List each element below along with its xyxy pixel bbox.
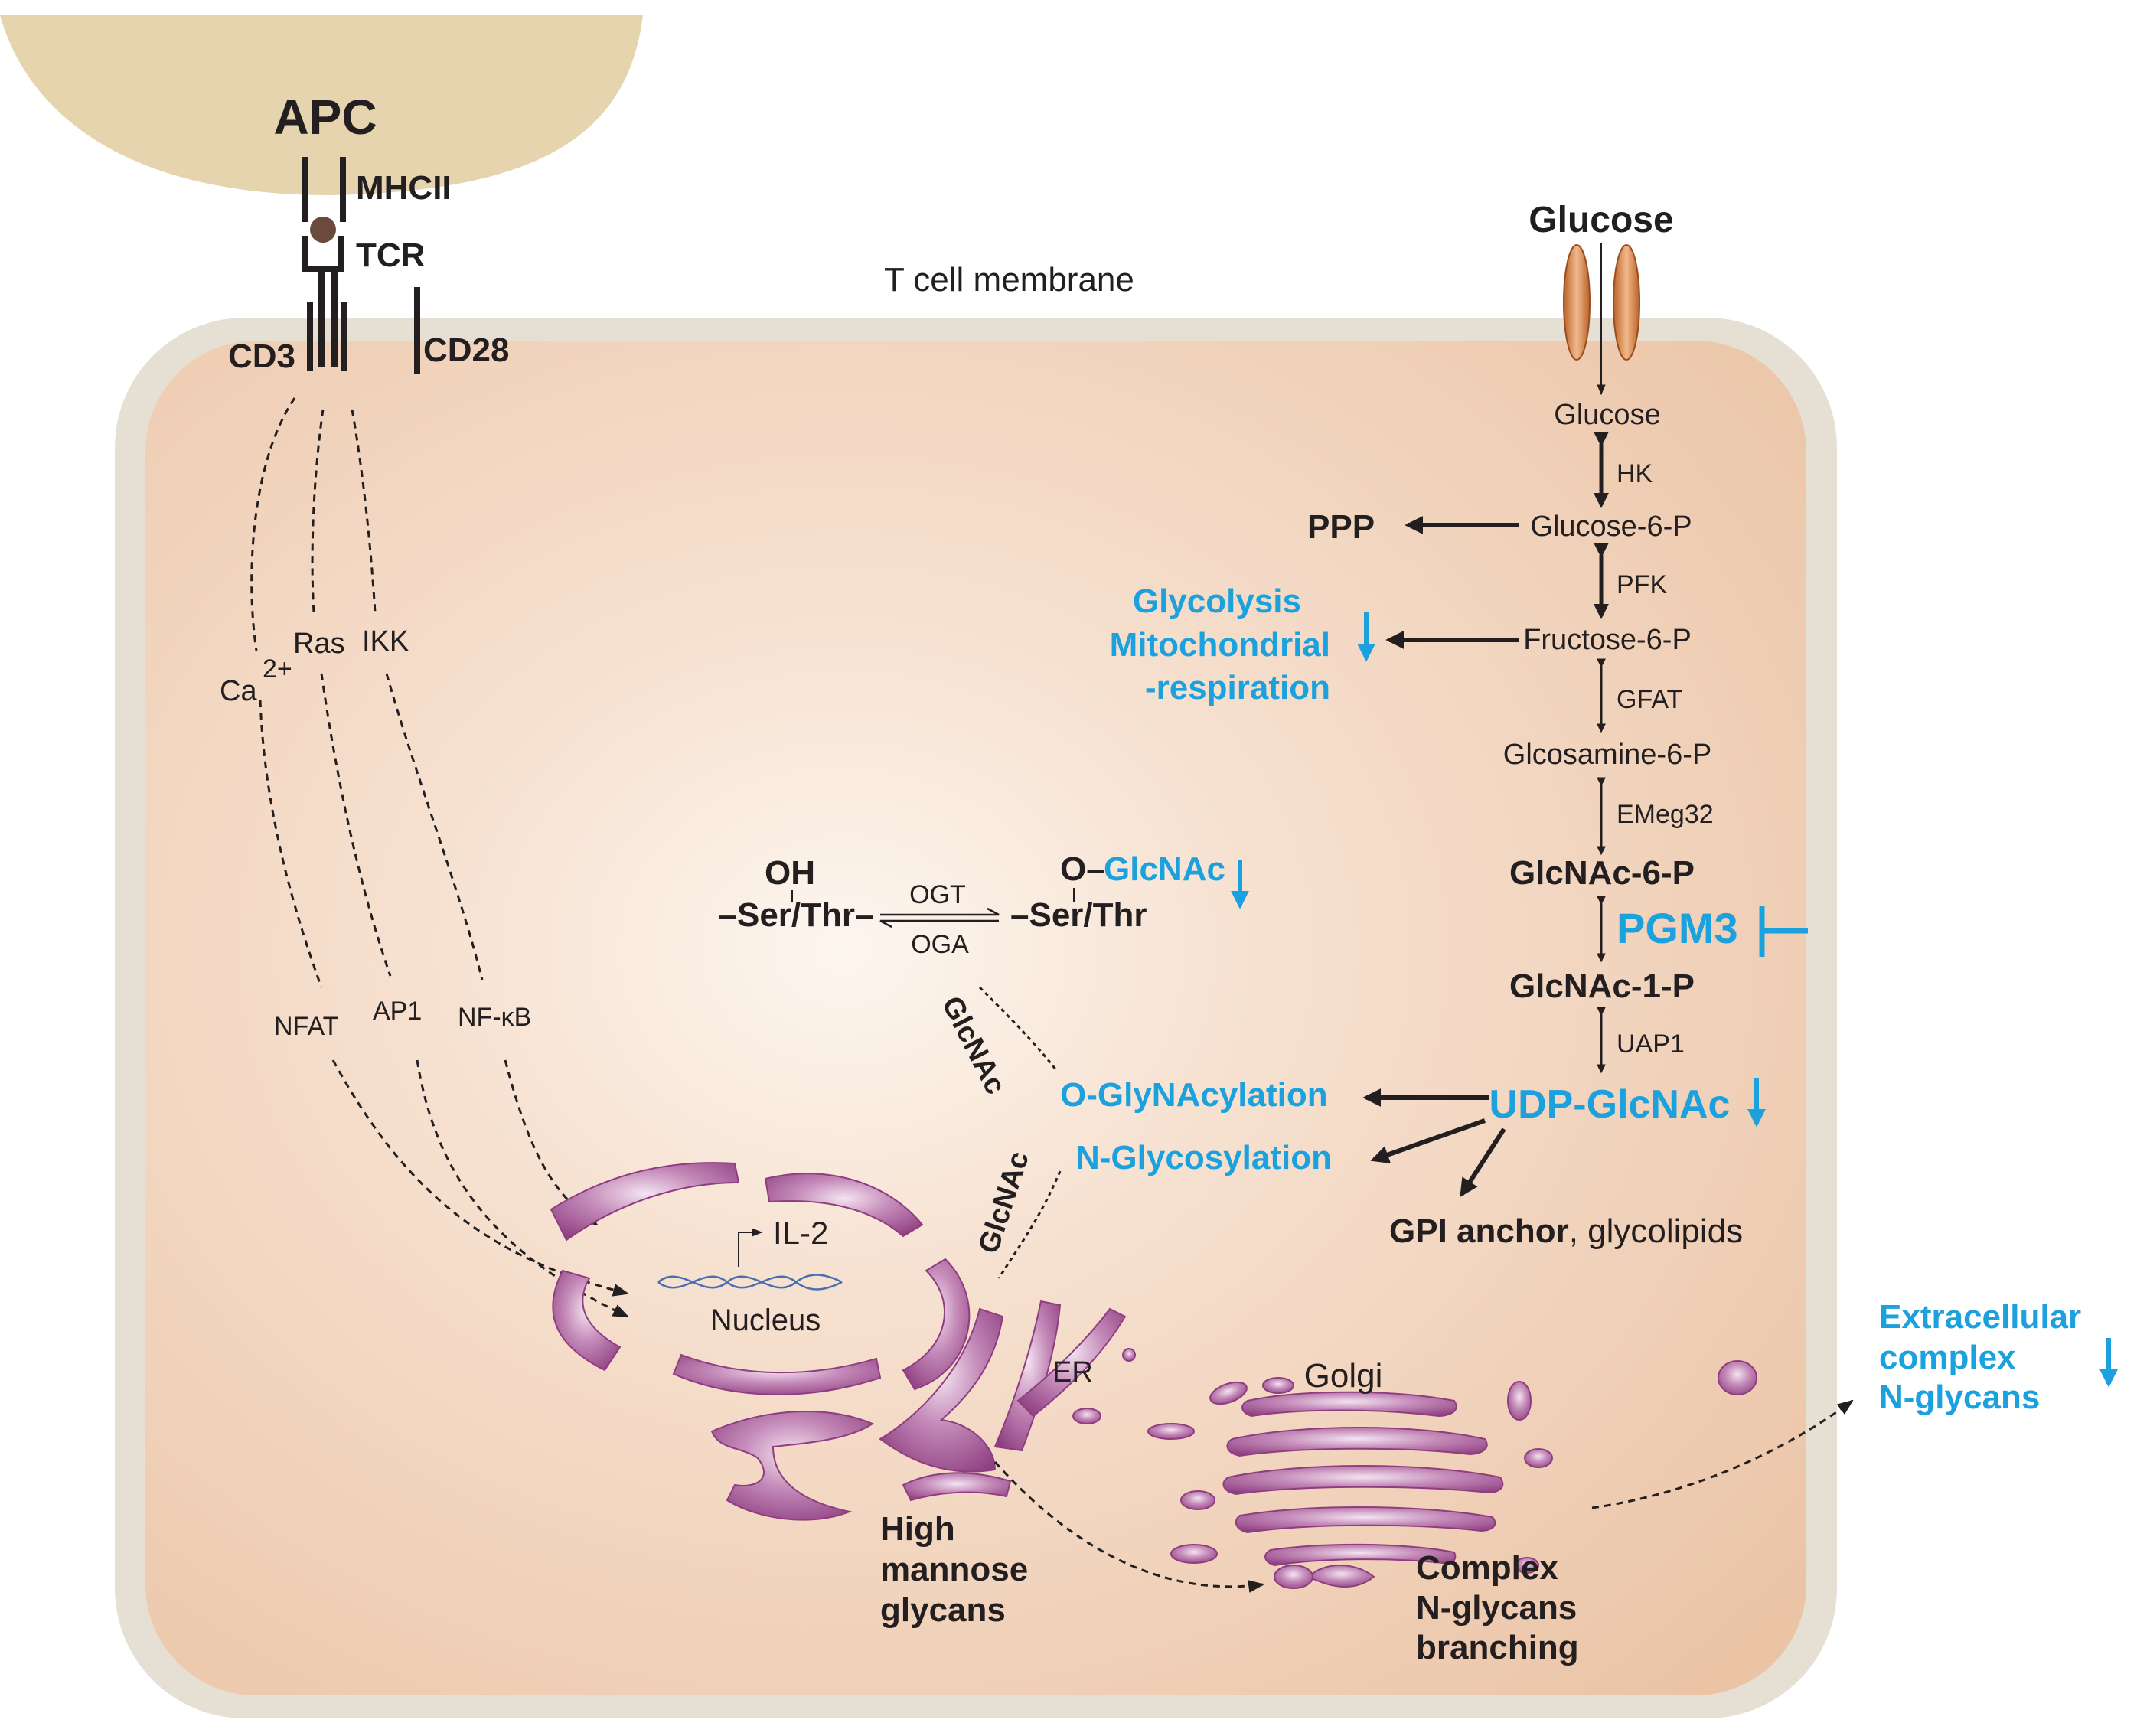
t-cell-cytoplasm	[145, 341, 1806, 1695]
transcription-start-icon	[738, 1228, 763, 1267]
extracellular-line3: N-glycans	[1879, 1379, 2040, 1416]
golgi-label: Golgi	[1304, 1357, 1383, 1395]
oga-label: OGA	[911, 930, 969, 959]
mhc-tcr-complex	[302, 157, 420, 374]
oh-label: OH	[765, 854, 815, 892]
glcnac-connectors	[978, 986, 1062, 1279]
complex-line2: N-glycans	[1416, 1589, 1577, 1627]
mito-label: Mitochondrial	[1110, 626, 1330, 664]
nfat-label: NFAT	[274, 1012, 338, 1041]
nucleus-label: Nucleus	[710, 1304, 821, 1337]
ser-thr-left: –Ser/Thr–	[719, 896, 874, 934]
ca-superscript: 2+	[263, 654, 292, 684]
ogt-label: OGT	[909, 880, 966, 909]
membrane-label: T cell membrane	[884, 261, 1134, 299]
gfat-label: GFAT	[1617, 685, 1682, 714]
ser-thr-right: –Ser/Thr	[1010, 896, 1147, 934]
ras-label: Ras	[293, 628, 345, 660]
complex-line1: Complex	[1416, 1549, 1558, 1587]
branch-arrows	[1362, 516, 1519, 1198]
pgm3-inhibitor-icon	[1759, 906, 1808, 957]
er-label: ER	[1052, 1356, 1093, 1388]
hk-label: HK	[1617, 459, 1653, 488]
high-mannose-line3: glycans	[880, 1591, 1006, 1629]
udp-glcnac: UDP-GlcNAc	[1489, 1082, 1731, 1127]
ikk-label: IKK	[362, 625, 409, 658]
apc-cell	[0, 15, 643, 195]
o-dash-label: O–	[1060, 850, 1105, 888]
mhc-label: MHCII	[356, 169, 452, 207]
respiration-label: -respiration	[1145, 669, 1330, 706]
gpi-anchor-label: GPI anchor, glycolipids	[1389, 1212, 1743, 1250]
antigen-peptide	[310, 217, 336, 243]
high-mannose-line2: mannose	[880, 1551, 1028, 1588]
o-glcnac-label: GlcNAc	[1104, 850, 1225, 888]
il2-label: IL-2	[773, 1215, 828, 1251]
cd3-label: CD3	[228, 338, 295, 375]
n-glycosylation-label: N-Glycosylation	[1075, 1139, 1332, 1176]
decrease-arrows	[1231, 612, 2118, 1388]
extracellular-line2: complex	[1879, 1339, 2016, 1376]
equilibrium-arrows	[879, 907, 1000, 928]
nucleus-er	[550, 1162, 1136, 1521]
o-glcnacylation-label: O-GlyNAcylation	[1060, 1076, 1328, 1114]
glucosamine-6-p: Glcosamine-6-P	[1503, 739, 1711, 771]
apc-label: APC	[273, 90, 377, 145]
cd28-label: CD28	[423, 331, 510, 369]
emeg32-label: EMeg32	[1617, 800, 1714, 829]
pgm3-label: PGM3	[1617, 904, 1738, 952]
fructose-6-p: Fructose-6-P	[1523, 624, 1692, 656]
glcnac-1-p: GlcNAc-1-P	[1509, 968, 1695, 1005]
nfkb-label: NF-κB	[458, 1003, 531, 1032]
glucose-transporter	[1563, 243, 1640, 396]
glcnac-6-p: GlcNAc-6-P	[1509, 854, 1695, 892]
glycolysis-label: Glycolysis	[1133, 582, 1301, 620]
complex-line3: branching	[1416, 1629, 1579, 1666]
ppp-label: PPP	[1307, 508, 1375, 546]
golgi	[1147, 1360, 1757, 1589]
extracellular-line1: Extracellular	[1879, 1298, 2081, 1336]
pfk-label: PFK	[1617, 570, 1667, 599]
tcr-label: TCR	[356, 237, 425, 274]
glucose-6-p: Glucose-6-P	[1530, 511, 1692, 543]
ap1-label: AP1	[373, 997, 422, 1026]
uap1-label: UAP1	[1617, 1030, 1685, 1059]
glucose-extracellular: Glucose	[1529, 200, 1673, 240]
glucose: Glucose	[1554, 399, 1660, 431]
high-mannose-line1: High	[880, 1510, 955, 1548]
transport-arrows	[993, 1399, 1854, 1593]
dna-helix-icon	[657, 1274, 843, 1291]
ca-label: Ca	[220, 675, 257, 707]
